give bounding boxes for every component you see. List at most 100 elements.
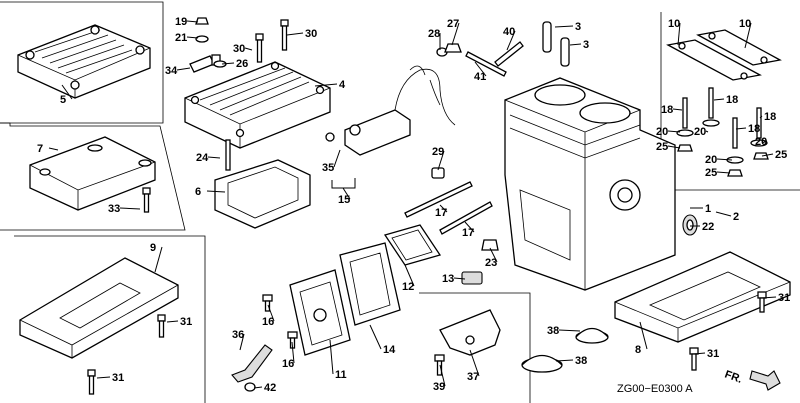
nut-part-27 xyxy=(444,43,462,53)
leader-line-c36 xyxy=(239,333,245,351)
leader-line-c38b xyxy=(555,359,574,362)
bracket-part-37 xyxy=(439,309,501,356)
callout-label-c7: 7 xyxy=(37,143,43,155)
leader-line-c20d xyxy=(761,140,768,144)
callout-label-c20b: 20 xyxy=(694,126,706,138)
leader-line-c31c xyxy=(761,296,777,299)
leader-line-c3b xyxy=(569,43,582,46)
plate-part-10a xyxy=(666,39,762,81)
leader-line-c18d xyxy=(759,115,763,119)
callout-label-c16a: 16 xyxy=(262,316,274,328)
leader-line-c20a xyxy=(667,130,681,133)
leader-line-c16a xyxy=(267,304,275,322)
callout-label-c31c: 31 xyxy=(778,292,790,304)
leader-line-c5 xyxy=(61,84,73,100)
plate-part-9 xyxy=(19,257,179,359)
bolt-part-31a xyxy=(157,314,166,338)
nut-part-19 xyxy=(195,17,209,25)
bolt-part-39 xyxy=(434,354,445,376)
callout-label-c10b: 10 xyxy=(739,18,751,30)
leader-line-c15 xyxy=(342,187,351,200)
leader-line-c17a xyxy=(439,204,448,213)
bolt-part-30b xyxy=(280,19,289,51)
studs-washers-nuts-18-20-25 xyxy=(676,87,769,177)
plug-part-38a xyxy=(575,327,609,344)
leader-line-c30b xyxy=(286,32,304,36)
callout-label-c25a: 25 xyxy=(656,141,668,153)
leader-line-c18b xyxy=(713,98,725,101)
callout-label-c20c: 20 xyxy=(705,154,717,166)
bolt-part-33 xyxy=(142,187,151,213)
gasket-part-6 xyxy=(214,159,311,229)
gasket-part-14 xyxy=(339,242,401,326)
callout-label-c22: 22 xyxy=(702,221,714,233)
callout-label-c31b: 31 xyxy=(112,372,124,384)
callout-label-c31d: 31 xyxy=(707,348,719,360)
leader-line-c31b xyxy=(96,376,111,379)
callout-label-c25c: 25 xyxy=(775,149,787,161)
leader-line-c20b xyxy=(705,130,709,133)
callout-label-c24: 24 xyxy=(196,152,209,164)
callout-label-c5: 5 xyxy=(60,94,66,106)
cylinder-head-part-4 xyxy=(184,61,331,149)
callout-label-c18b: 18 xyxy=(726,94,738,106)
dowel-pin-part-3a xyxy=(542,21,552,53)
front-direction-arrow-icon xyxy=(749,370,781,391)
callout-label-c12: 12 xyxy=(402,281,414,293)
bolt-part-31d xyxy=(689,347,699,371)
leader-line-c38a xyxy=(558,329,581,332)
callout-label-c20d: 20 xyxy=(755,136,767,148)
bolt-part-31b xyxy=(87,369,96,395)
plate-part-10b xyxy=(696,29,782,66)
front-direction-label: FR. xyxy=(723,369,744,386)
callout-label-c36: 36 xyxy=(232,329,244,341)
callout-label-c3b: 3 xyxy=(583,39,589,51)
callout-label-c26: 26 xyxy=(236,58,248,70)
leader-line-c23 xyxy=(489,247,498,263)
leader-line-c34 xyxy=(176,67,191,71)
breather-cover-part-11 xyxy=(289,269,351,356)
breather-tube-part-36 xyxy=(231,344,273,383)
leader-line-c27 xyxy=(451,22,460,46)
stud-part-17a xyxy=(404,181,473,218)
callout-label-c21: 21 xyxy=(175,32,187,44)
leader-line-c41 xyxy=(474,61,487,77)
leader-line-c35 xyxy=(333,149,341,168)
callout-label-c41: 41 xyxy=(474,71,486,83)
leader-line-c3a xyxy=(554,25,574,28)
leader-line-c6 xyxy=(206,190,226,193)
leader-line-c19 xyxy=(186,20,199,23)
leader-line-c18a xyxy=(672,108,683,111)
callout-label-c28: 28 xyxy=(428,28,440,40)
leader-line-c24 xyxy=(207,156,221,159)
callout-label-c27: 27 xyxy=(447,18,459,30)
callout-label-c17a: 17 xyxy=(435,207,447,219)
leader-line-c21 xyxy=(186,36,199,39)
callout-label-c19: 19 xyxy=(175,16,187,28)
leader-line-c29 xyxy=(437,150,445,171)
callout-label-c18d: 18 xyxy=(764,111,776,123)
callout-label-c18c: 18 xyxy=(748,123,760,135)
callout-label-c2: 2 xyxy=(733,211,739,223)
callout-label-c11: 11 xyxy=(335,369,347,381)
callout-label-c10a: 10 xyxy=(668,18,680,30)
leader-line-c40 xyxy=(506,30,516,51)
leader-line-c25a xyxy=(667,145,681,149)
bolt-part-30a xyxy=(255,33,264,63)
callout-label-c3a: 3 xyxy=(575,21,581,33)
leader-line-c26 xyxy=(221,62,235,65)
stud-part-17b xyxy=(439,201,493,235)
plug-part-38b xyxy=(521,354,563,373)
leader-line-c25b xyxy=(716,171,731,174)
callout-label-c6: 6 xyxy=(195,186,201,198)
callout-label-c42: 42 xyxy=(264,382,276,394)
oil-seal-part-22 xyxy=(682,214,698,236)
callout-label-c1: 1 xyxy=(705,203,711,215)
leader-line-c10a xyxy=(677,22,681,46)
leader-line-c42 xyxy=(253,386,263,389)
callout-label-c13: 13 xyxy=(442,273,454,285)
callout-label-c25b: 25 xyxy=(705,167,717,179)
callout-label-c40: 40 xyxy=(503,26,515,38)
leader-line-c4 xyxy=(314,83,338,87)
